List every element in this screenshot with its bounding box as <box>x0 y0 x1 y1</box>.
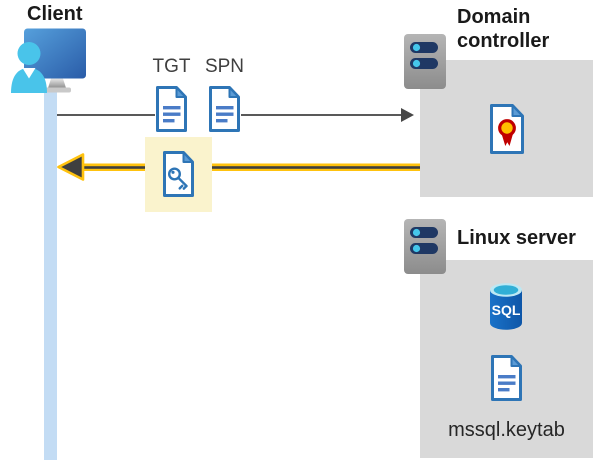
linux-server-icon <box>404 219 446 274</box>
tgt-label: TGT <box>152 56 191 77</box>
domain-controller-heading: Domain controller <box>457 6 550 52</box>
request-arrow-line-right <box>241 114 402 116</box>
key-document-icon <box>163 151 194 197</box>
tgt-document-icon <box>156 86 187 132</box>
spn-label: SPN <box>204 56 245 77</box>
request-arrow-line-left <box>57 114 155 116</box>
user-icon <box>11 42 47 93</box>
certificate-icon <box>490 104 524 154</box>
client-workstation-icon <box>11 28 86 93</box>
keytab-file-label: mssql.keytab <box>448 419 565 441</box>
client-heading: Client <box>27 3 83 25</box>
monitor-icon <box>24 28 86 93</box>
linux-server-heading: Linux server <box>457 227 576 249</box>
spn-document-icon <box>209 86 240 132</box>
key-icon <box>167 167 188 190</box>
client-timeline-bar <box>44 90 57 460</box>
request-arrow-head-icon <box>401 108 414 122</box>
grant-arrow-icon <box>57 153 420 181</box>
sql-database-icon: SQL <box>490 283 522 330</box>
sql-badge-text: SQL <box>492 302 521 318</box>
domain-controller-server-icon <box>404 34 446 89</box>
keytab-file-document-icon <box>491 355 522 401</box>
